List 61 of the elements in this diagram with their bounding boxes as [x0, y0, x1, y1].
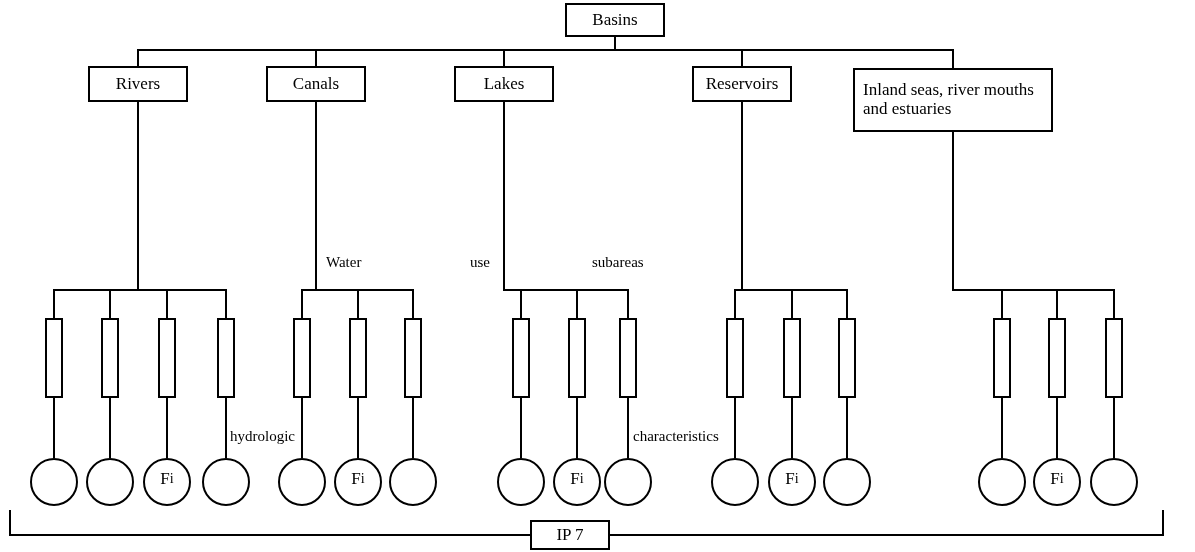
connector-line	[952, 131, 1115, 319]
connector-line	[503, 101, 629, 319]
connector-line	[137, 101, 227, 319]
annotation-text: use	[470, 254, 490, 271]
annotation-text: characteristics	[633, 428, 719, 445]
circle-node	[389, 458, 437, 506]
category-box: Lakes	[454, 66, 554, 102]
bar-node	[349, 318, 367, 398]
connector-line	[846, 397, 848, 459]
annotation-text: hydrologic	[230, 428, 295, 445]
connector-line	[109, 397, 111, 459]
connector-line	[520, 397, 522, 459]
bar-node	[1048, 318, 1066, 398]
category-box: Reservoirs	[692, 66, 792, 102]
bar-node	[293, 318, 311, 398]
circle-node	[202, 458, 250, 506]
connector-line	[791, 397, 793, 459]
category-box: Inland seas, river mouths and estuaries	[853, 68, 1053, 132]
connector-line	[576, 397, 578, 459]
circle-node	[978, 458, 1026, 506]
connector-line	[166, 397, 168, 459]
bar-node	[1105, 318, 1123, 398]
circle-node	[497, 458, 545, 506]
circle-node	[823, 458, 871, 506]
category-box: Basins	[565, 3, 665, 37]
bar-node	[568, 318, 586, 398]
connector-line	[627, 397, 629, 459]
connector-line	[1001, 397, 1003, 459]
bar-node	[619, 318, 637, 398]
connector-line	[225, 397, 227, 459]
bar-node	[726, 318, 744, 398]
connector-line	[412, 397, 414, 459]
connector-line	[53, 397, 55, 459]
circle-node	[604, 458, 652, 506]
connector-line	[357, 397, 359, 459]
bar-node	[512, 318, 530, 398]
bar-node	[404, 318, 422, 398]
bar-node	[838, 318, 856, 398]
connector-line	[734, 397, 736, 459]
annotation-text: subareas	[592, 254, 644, 271]
connector-line	[315, 101, 414, 319]
bar-node	[783, 318, 801, 398]
circle-node	[711, 458, 759, 506]
bar-node	[158, 318, 176, 398]
category-box: Canals	[266, 66, 366, 102]
connector-line	[1056, 397, 1058, 459]
bar-node	[217, 318, 235, 398]
annotation-text: Water	[326, 254, 362, 271]
circle-node	[86, 458, 134, 506]
category-box: Rivers	[88, 66, 188, 102]
circle-node	[1090, 458, 1138, 506]
label-box: IP 7	[530, 520, 610, 550]
connector-line	[1113, 397, 1115, 459]
circle-node	[30, 458, 78, 506]
connector-line	[614, 36, 954, 69]
bar-node	[101, 318, 119, 398]
connector-line	[301, 397, 303, 459]
connector-line	[741, 101, 848, 319]
bar-node	[993, 318, 1011, 398]
circle-node	[278, 458, 326, 506]
bar-node	[45, 318, 63, 398]
